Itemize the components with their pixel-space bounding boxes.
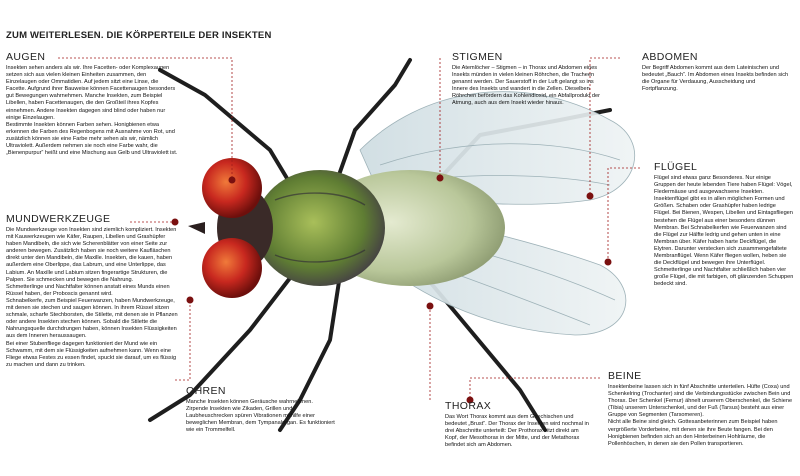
section-text-beine: Insektenbeine lassen sich in fünf Abschn… bbox=[608, 384, 796, 448]
section-stigmen: STIGMEN Die Atemlöcher – Stigmen – in Th… bbox=[452, 51, 602, 108]
section-heading-mundwerkzeuge: MUNDWERKZEUGE bbox=[6, 213, 111, 225]
section-abdomen: ABDOMEN Der Begriff Abdomen kommt aus de… bbox=[642, 51, 792, 93]
paragraph: Flügel sind etwas ganz Besonderes. Nur e… bbox=[654, 175, 793, 196]
section-heading-ohren: OHREN bbox=[186, 385, 226, 397]
paragraph: Bei einer Stubenfliege dagegen funktioni… bbox=[6, 340, 177, 368]
paragraph: Bestimmte Insekten können Farben sehen. … bbox=[6, 121, 178, 157]
section-text-stigmen: Die Atemlöcher – Stigmen – in Thorax und… bbox=[452, 65, 602, 108]
paragraph: Nicht alle Beine sind gleich. Gottesanbe… bbox=[608, 419, 778, 447]
section-heading-beine: BEINE bbox=[608, 370, 642, 382]
paragraph: Manche Insekten können Geräusche wahrneh… bbox=[186, 399, 335, 434]
leader-lines bbox=[58, 57, 640, 400]
paragraph: Die Mundwerkzeuge von Insekten sind ziem… bbox=[6, 227, 177, 283]
section-fluegel: FLÜGEL Flügel sind etwas ganz Besonderes… bbox=[654, 161, 794, 289]
mouthparts-shape bbox=[188, 222, 205, 234]
section-text-augen: Insekten sehen anders als wir. Ihre Face… bbox=[6, 65, 178, 157]
section-text-fluegel: Flügel sind etwas ganz Besonderes. Nur e… bbox=[654, 175, 794, 289]
section-heading-augen: AUGEN bbox=[6, 51, 46, 63]
section-thorax: THORAX Das Wort Thorax kommt aus dem Gri… bbox=[445, 400, 590, 449]
paragraph: Insektenbeine lassen sich in fünf Abschn… bbox=[608, 384, 793, 419]
eye-upper bbox=[202, 158, 262, 218]
section-heading-thorax: THORAX bbox=[445, 400, 492, 412]
eye-lower bbox=[202, 238, 262, 298]
paragraph: Insektenflügel gibt es in allen mögliche… bbox=[654, 196, 794, 288]
page-title: ZUM WEITERLESEN. DIE KÖRPERTEILE DER INS… bbox=[6, 30, 272, 41]
paragraph: Der Begriff Abdomen kommt aus dem Latein… bbox=[642, 65, 789, 93]
paragraph: Das Wort Thorax kommt aus dem Griechisch… bbox=[445, 414, 589, 449]
section-mundwerkzeuge: MUNDWERKZEUGE Die Mundwerkzeuge von Inse… bbox=[6, 213, 182, 369]
paragraph: Schmetterlinge und Nachtfalter können an… bbox=[6, 283, 170, 297]
section-heading-fluegel: FLÜGEL bbox=[654, 161, 698, 173]
section-augen: AUGEN Insekten sehen anders als wir. Ihr… bbox=[6, 51, 178, 157]
section-text-abdomen: Der Begriff Abdomen kommt aus dem Latein… bbox=[642, 65, 792, 93]
paragraph: Schnabelkerfe, zum Beispiel Feuerwanzen,… bbox=[6, 297, 178, 340]
section-text-mundwerkzeuge: Die Mundwerkzeuge von Insekten sind ziem… bbox=[6, 227, 182, 369]
paragraph: Insekten sehen anders als wir. Ihre Face… bbox=[6, 65, 176, 121]
marker-dots bbox=[171, 174, 612, 404]
section-text-ohren: Manche Insekten können Geräusche wahrneh… bbox=[186, 399, 336, 434]
section-heading-stigmen: STIGMEN bbox=[452, 51, 503, 63]
section-heading-abdomen: ABDOMEN bbox=[642, 51, 698, 63]
paragraph: Die Atemlöcher – Stigmen – in Thorax und… bbox=[452, 65, 601, 107]
section-beine: BEINE Insektenbeine lassen sich in fünf … bbox=[608, 370, 796, 448]
section-ohren: OHREN Manche Insekten können Geräusche w… bbox=[186, 385, 336, 434]
thorax-shape bbox=[255, 170, 385, 286]
section-text-thorax: Das Wort Thorax kommt aus dem Griechisch… bbox=[445, 414, 590, 449]
